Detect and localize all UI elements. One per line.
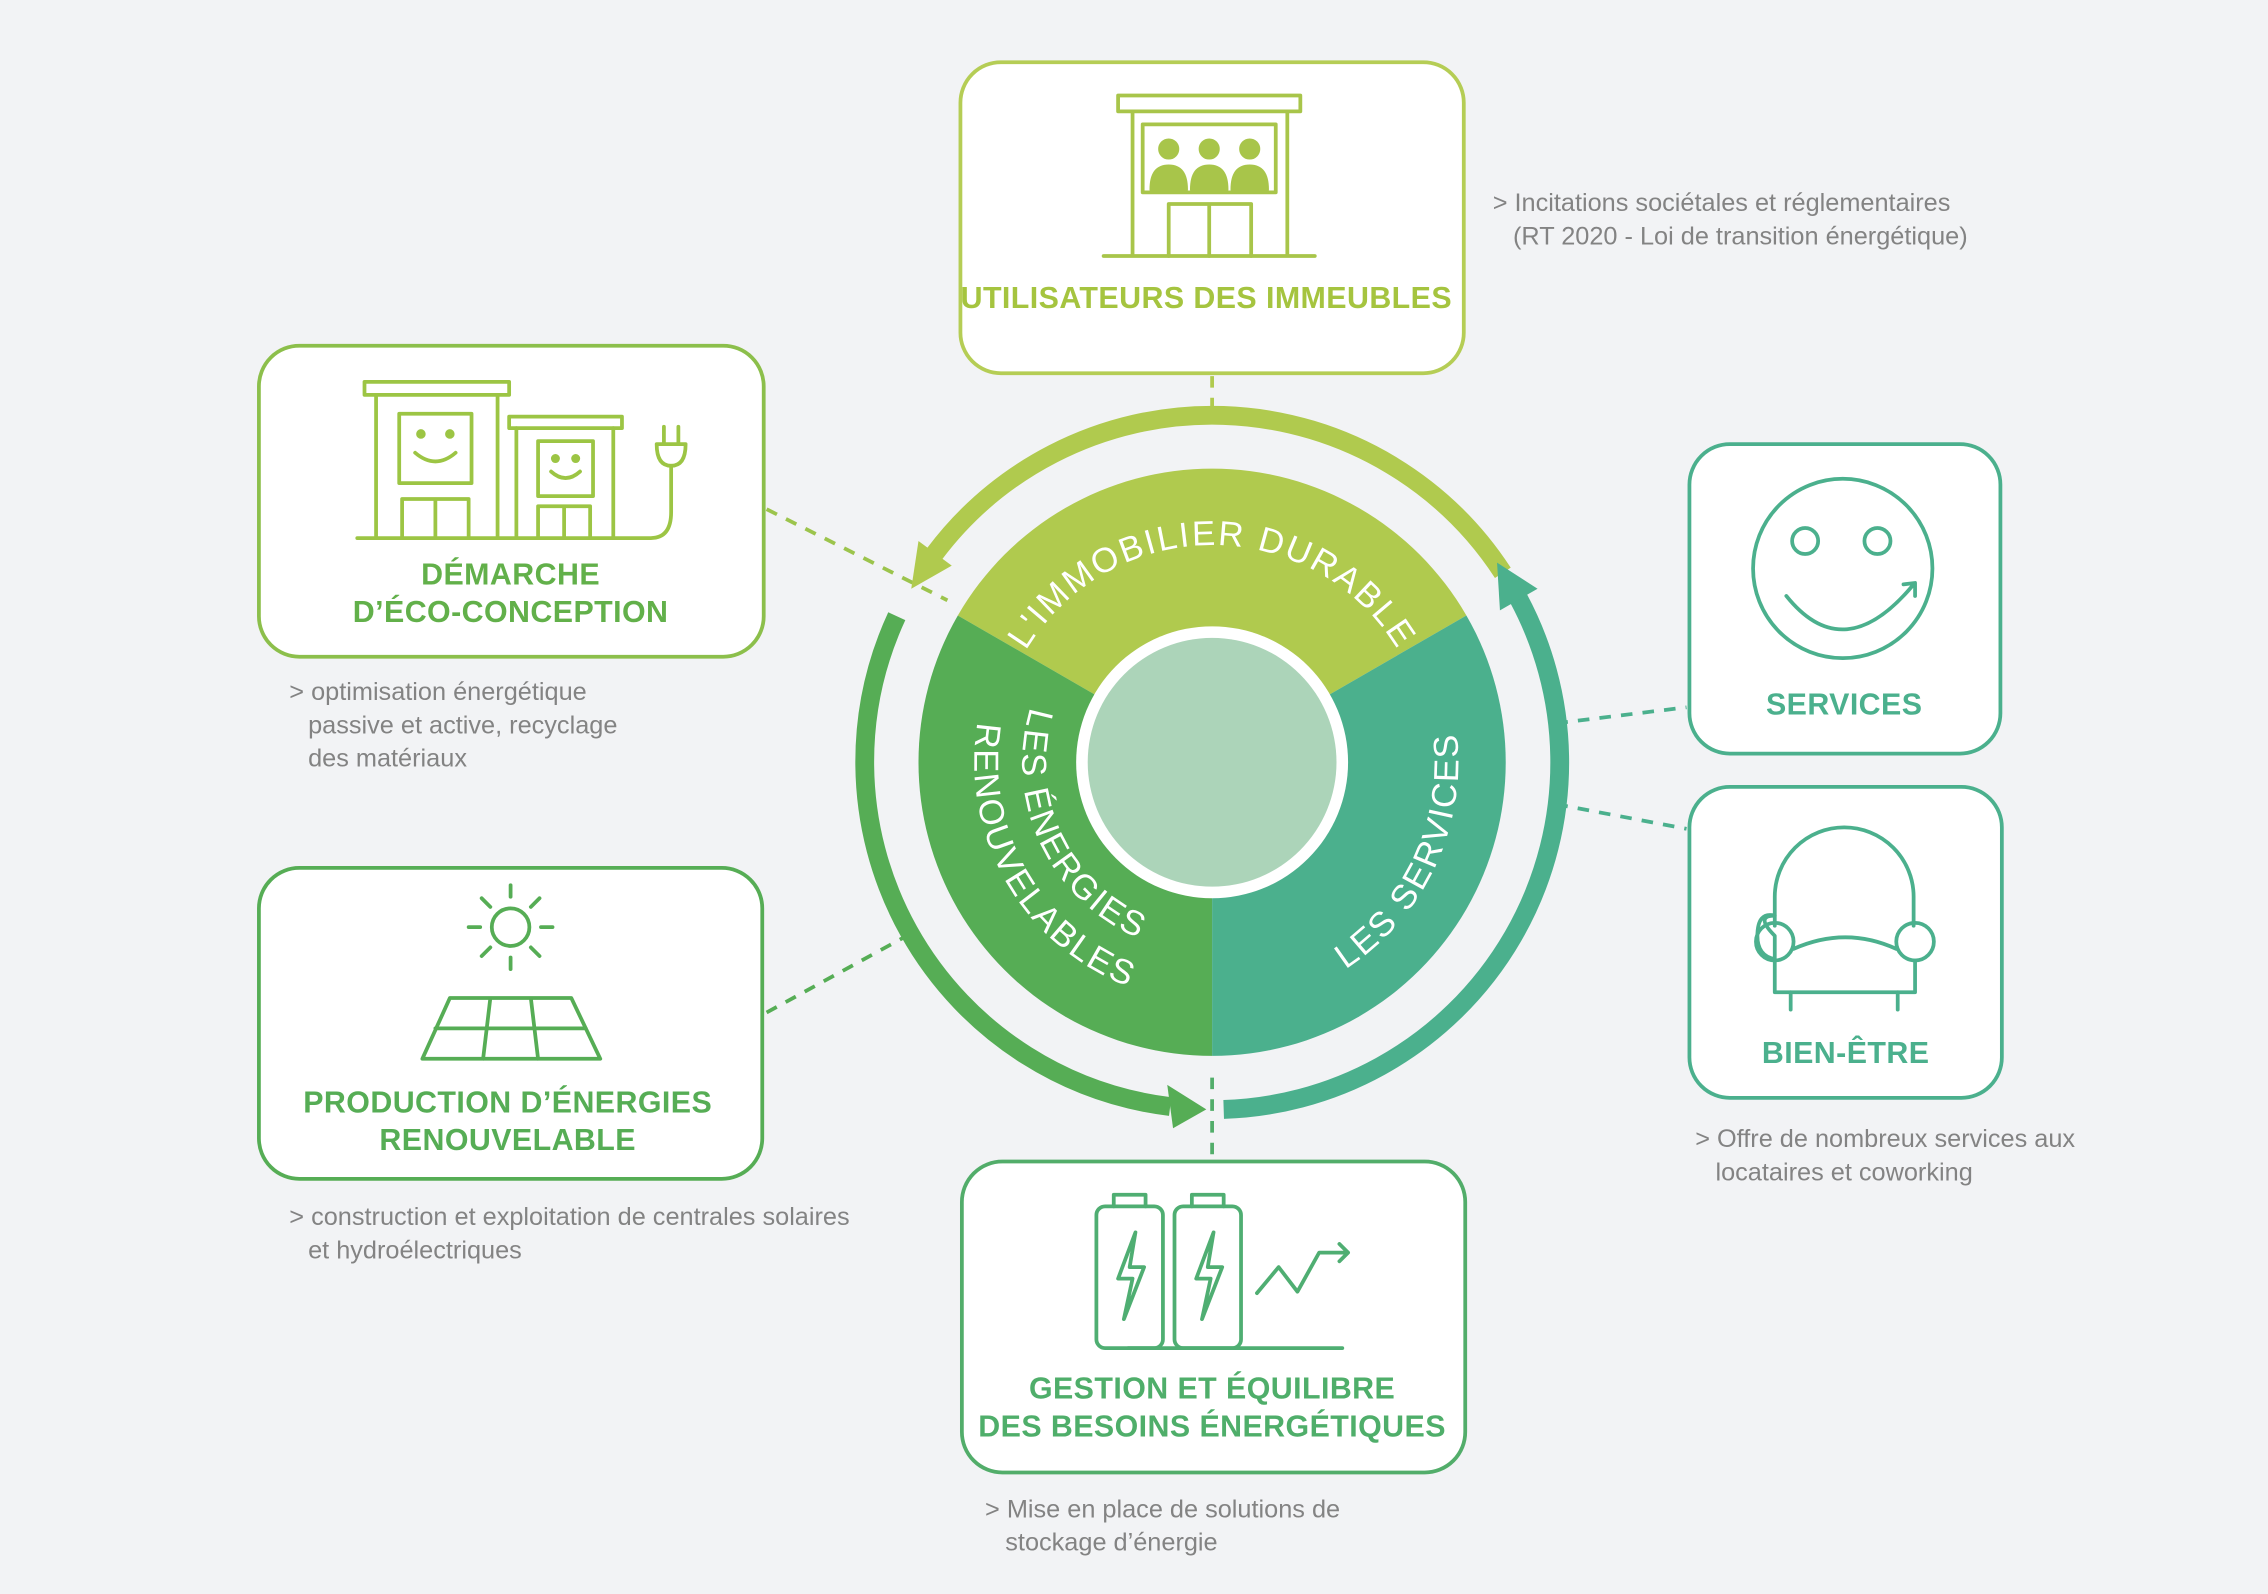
card-eco-title-1: DÉMARCHE — [421, 557, 600, 591]
eco-buildings-plug-icon — [355, 379, 688, 540]
arrowhead-lime-icon — [911, 540, 952, 589]
arrow-teal — [1223, 594, 1570, 1119]
arrow-lime — [926, 405, 1511, 578]
card-eco-title-2: D’ÉCO-CONCEPTION — [353, 595, 669, 629]
card-gestion-title-1: GESTION ET ÉQUILIBRE — [1029, 1372, 1395, 1406]
batteries-chart-icon — [1094, 1192, 1350, 1350]
card-production-caption: > construction et exploitation de centra… — [289, 1203, 856, 1264]
card-gestion-title-2: DES BESOINS ÉNERGÉTIQUES — [978, 1409, 1446, 1443]
card-eco-caption: > optimisation énergétique passive et ac… — [289, 678, 624, 773]
card-production-title-2: RENOUVELABLE — [379, 1124, 636, 1157]
center-circle — [1087, 637, 1337, 887]
building-people-icon — [1101, 93, 1317, 258]
arrowhead-teal-icon — [1497, 562, 1538, 611]
cycle-arrows — [855, 405, 1570, 1129]
armchair-icon — [1754, 825, 1936, 1012]
arrow-green — [855, 612, 1172, 1116]
connector-production — [765, 935, 905, 1015]
connectors — [765, 376, 1687, 1162]
wheel: L'IMMOBILIER DURABLE LES SERVICES LES ÉN… — [918, 468, 1506, 1056]
smiley-icon — [1751, 476, 1935, 661]
card-production-title-1: PRODUCTION D’ÉNERGIES — [303, 1085, 712, 1119]
card-gestion-caption: > Mise en place de solutions de stockage… — [985, 1495, 1347, 1556]
sector-immobilier-durable — [957, 468, 1467, 763]
card-users: UTILISATEURS DES IMMEUBLES — [958, 60, 1466, 376]
card-services-title: SERVICES — [1766, 689, 1922, 722]
card-production: PRODUCTION D’ÉNERGIES RENOUVELABLE — [257, 865, 765, 1181]
card-gestion: GESTION ET ÉQUILIBRE DES BESOINS ÉNERGÉT… — [959, 1159, 1468, 1475]
card-bienetre: BIEN-ÊTRE — [1687, 784, 2004, 1100]
connector-services — [1556, 705, 1687, 726]
card-users-title: UTILISATEURS DES IMMEUBLES — [961, 282, 1452, 315]
arrowhead-green-icon — [1167, 1084, 1207, 1129]
card-services: SERVICES — [1687, 442, 2003, 756]
connector-bienetre — [1556, 802, 1687, 831]
sun-solar-panel-icon — [420, 883, 603, 1061]
card-bienetre-title: BIEN-ÊTRE — [1762, 1036, 1930, 1070]
card-bienetre-caption: > Offre de nombreux services aux locatai… — [1695, 1125, 2082, 1186]
card-users-caption: > Incitations sociétales et réglementair… — [1493, 189, 1968, 250]
card-eco: DÉMARCHE D’ÉCO-CONCEPTION — [257, 343, 766, 659]
